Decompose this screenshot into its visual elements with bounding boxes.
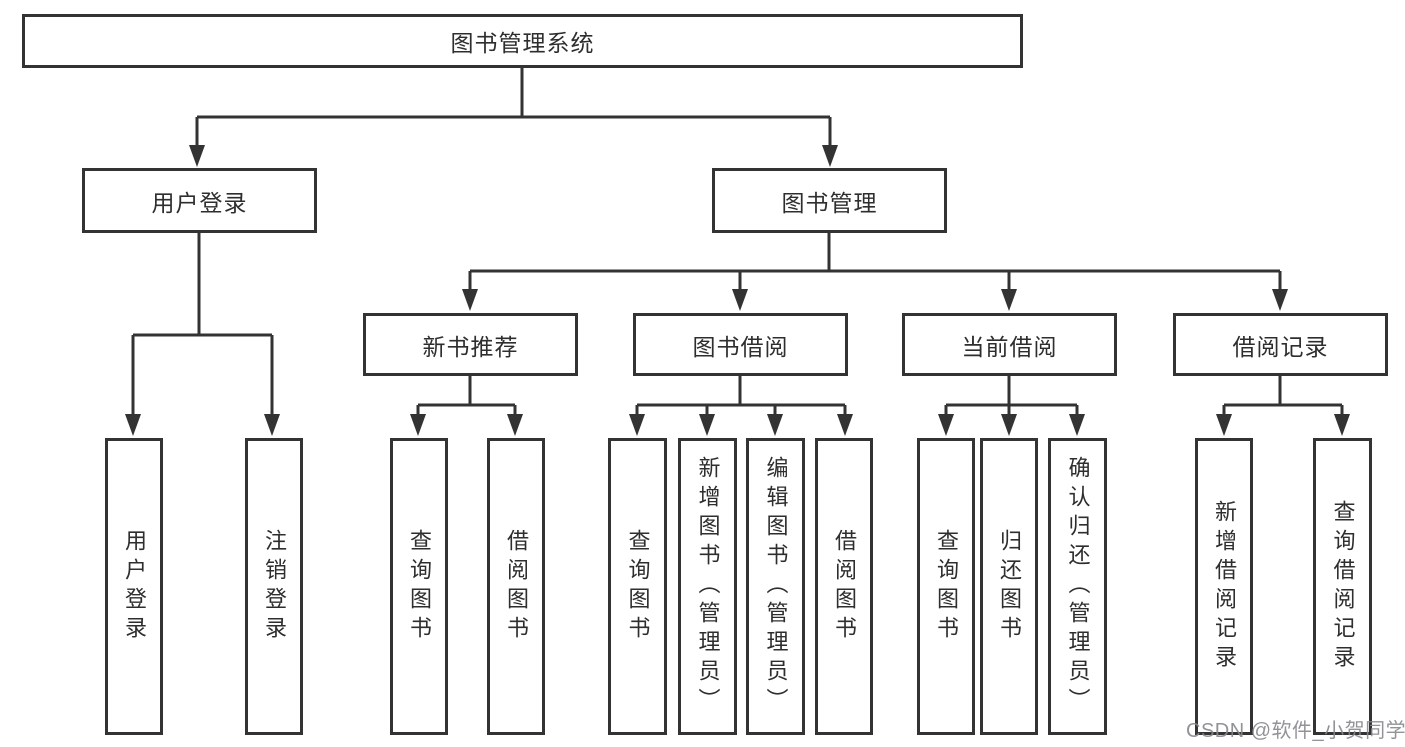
- node-return-books: 归还图书: [980, 438, 1038, 735]
- node-add-borrow-record: 新增借阅记录: [1195, 438, 1253, 735]
- node-book-borrowing: 图书借阅: [633, 313, 848, 376]
- node-edit-book-admin: 编辑图书（管理员）: [746, 438, 805, 735]
- node-user-login-leaf: 用户登录: [105, 438, 163, 735]
- node-query-books-current: 查询图书: [917, 438, 975, 735]
- watermark: CSDN @软件_小贺同学: [1186, 720, 1405, 742]
- node-logout: 注销登录: [245, 438, 303, 735]
- node-new-book-recommend: 新书推荐: [363, 313, 578, 376]
- node-borrowing-records: 借阅记录: [1173, 313, 1388, 376]
- node-query-books-recommend: 查询图书: [390, 438, 448, 735]
- node-current-borrowing: 当前借阅: [902, 313, 1117, 376]
- node-confirm-return-admin: 确认归还（管理员）: [1048, 438, 1107, 735]
- node-borrow-books-recommend: 借阅图书: [487, 438, 545, 735]
- node-book-management: 图书管理: [712, 168, 947, 233]
- node-add-book-admin: 新增图书（管理员）: [678, 438, 737, 735]
- node-query-borrow-record: 查询借阅记录: [1313, 438, 1372, 735]
- node-user-login: 用户登录: [82, 168, 317, 233]
- node-borrow-books-leaf: 借阅图书: [815, 438, 873, 735]
- node-query-books-borrowing: 查询图书: [608, 438, 667, 735]
- node-library-system: 图书管理系统: [22, 14, 1023, 68]
